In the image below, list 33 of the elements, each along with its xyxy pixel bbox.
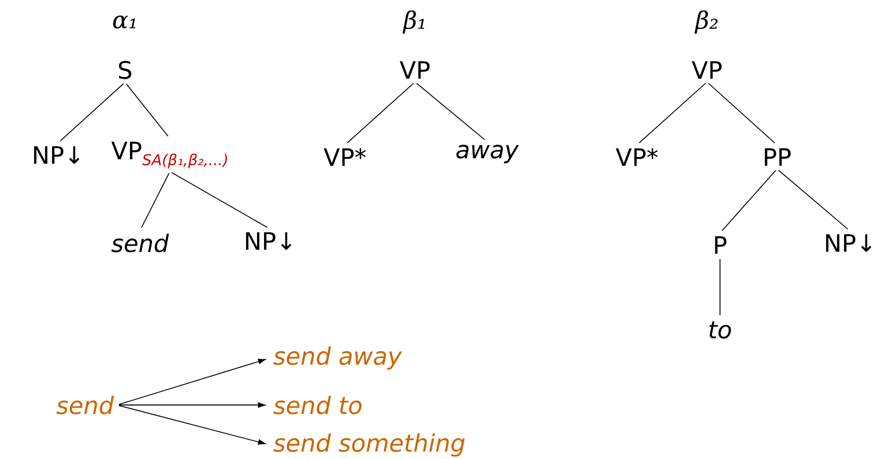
tree-branch bbox=[140, 172, 170, 228]
tree-branch bbox=[346, 82, 414, 144]
tree-branch bbox=[778, 170, 848, 230]
word: send bbox=[56, 396, 114, 414]
tree-branch bbox=[416, 82, 486, 140]
word: send something bbox=[273, 433, 465, 457]
word: send to bbox=[273, 396, 362, 414]
word: send bbox=[111, 234, 169, 252]
arrow bbox=[118, 402, 266, 408]
word: to bbox=[710, 321, 731, 339]
tree-label: NP↓ bbox=[34, 146, 80, 164]
tree-branch bbox=[638, 82, 706, 144]
tree-label: P bbox=[715, 236, 726, 254]
tree-label: VP bbox=[400, 61, 430, 79]
tree-label: VP* bbox=[616, 148, 658, 166]
arrow bbox=[118, 358, 266, 405]
tree-label: NP↓ bbox=[826, 234, 872, 252]
tree-name: β₁ bbox=[402, 10, 424, 34]
tree-branch bbox=[722, 170, 776, 232]
tree-label: S bbox=[118, 60, 132, 80]
tree-branch bbox=[708, 82, 776, 144]
tree-branch bbox=[60, 83, 124, 142]
tree-name: α₁ bbox=[113, 15, 136, 29]
tree-label: VP bbox=[692, 61, 722, 79]
tree-label: NP↓ bbox=[246, 232, 292, 250]
word: away bbox=[456, 144, 519, 164]
tree-label: VP* bbox=[324, 148, 366, 166]
tree-branch bbox=[171, 172, 268, 228]
tree-label: PP bbox=[764, 148, 791, 166]
word: send away bbox=[273, 346, 402, 370]
tree-branch bbox=[126, 83, 168, 137]
tree-name: β₂ bbox=[694, 10, 718, 34]
arrow bbox=[118, 405, 266, 445]
